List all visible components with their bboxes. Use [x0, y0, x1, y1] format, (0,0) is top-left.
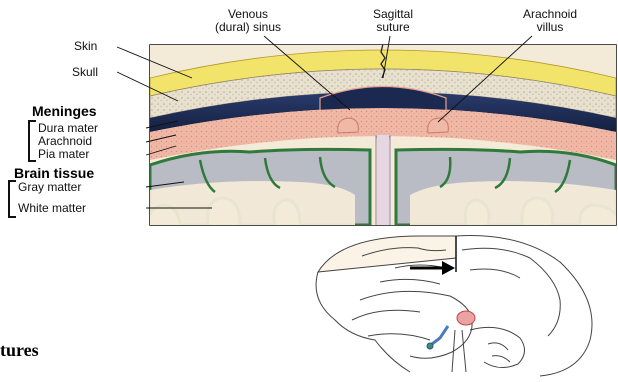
arrow-head	[442, 261, 455, 275]
heading-meninges: Meninges	[32, 104, 97, 119]
label-sagittal-suture: Sagittal suture	[373, 8, 413, 34]
arachnoid-villus-left	[338, 118, 359, 133]
label-arachnoid-villus: Arachnoid villus	[523, 8, 577, 34]
label-villus-line2: villus	[523, 21, 577, 34]
label-gray-matter: Gray matter	[18, 181, 81, 194]
label-venous-sinus: Venous (dural) sinus	[215, 8, 281, 34]
brain-tissue-bracket	[8, 180, 16, 218]
label-sagittal-line2: suture	[373, 21, 413, 34]
meninges-bracket	[28, 120, 36, 162]
label-skull: Skull	[72, 66, 98, 79]
label-pia-mater: Pia mater	[38, 148, 89, 161]
label-venous-line2: (dural) sinus	[215, 21, 281, 34]
heading-brain-tissue: Brain tissue	[14, 166, 94, 181]
caption-fragment: tures	[0, 340, 39, 361]
label-white-matter: White matter	[18, 202, 86, 215]
white-matter-left	[150, 181, 355, 225]
label-skin: Skin	[74, 40, 97, 53]
arachnoid-villus-right	[428, 118, 449, 133]
brain-sagittal-sketch	[316, 236, 592, 376]
